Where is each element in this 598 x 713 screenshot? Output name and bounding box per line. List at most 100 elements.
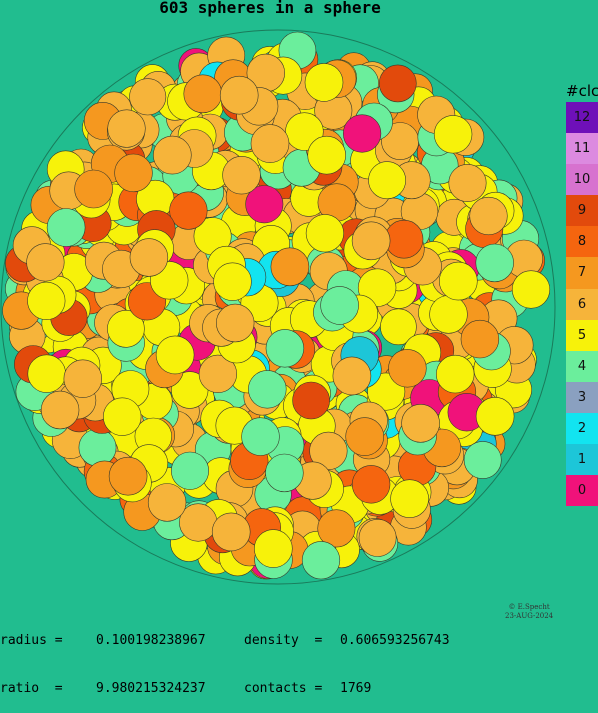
sphere [390, 479, 429, 519]
sphere [469, 196, 508, 236]
credit-date: 23-AUG-2024 [505, 612, 554, 620]
sphere [211, 512, 251, 552]
legend-item-7: 7 [566, 257, 598, 289]
sphere [438, 261, 478, 301]
sphere [107, 109, 146, 148]
sphere [332, 356, 372, 396]
sphere [108, 456, 148, 496]
sphere [463, 441, 502, 479]
legend-item-11: 11 [566, 133, 598, 165]
sphere [129, 78, 167, 116]
stats-row-2: ratio = 9.980215324237 contacts = 1769 [0, 681, 450, 697]
sphere [216, 303, 255, 343]
sphere [305, 214, 345, 253]
sphere [401, 403, 440, 443]
sphere [114, 153, 153, 193]
sphere [292, 381, 330, 420]
sphere [40, 390, 80, 430]
sphere [378, 64, 417, 103]
sphere [343, 114, 382, 153]
contacts-value: 1769 [340, 681, 372, 696]
sphere [241, 417, 280, 456]
sphere [358, 519, 397, 557]
sphere [27, 354, 66, 393]
legend-item-10: 10 [566, 164, 598, 196]
sphere [475, 243, 514, 283]
sphere [436, 354, 475, 394]
sphere [320, 286, 359, 325]
sphere [265, 329, 305, 368]
credit-author: © E.Specht [508, 603, 550, 611]
sphere [304, 63, 344, 102]
spheres-group [2, 31, 551, 580]
sphere [129, 238, 169, 277]
sphere [78, 428, 117, 467]
sphere [26, 243, 65, 282]
sphere [155, 335, 195, 375]
legend-item-5: 5 [566, 319, 598, 351]
sphere [309, 431, 348, 471]
sphere [270, 247, 310, 287]
legend-item-4: 4 [566, 350, 598, 382]
container-outline [0, 29, 556, 585]
sphere [153, 135, 192, 175]
legend-item-6: 6 [566, 288, 598, 320]
legend-item-8: 8 [566, 226, 598, 258]
sphere [179, 503, 218, 542]
sphere [351, 465, 391, 504]
sphere [433, 115, 473, 154]
sphere [384, 219, 424, 259]
sphere [198, 354, 237, 394]
sphere [448, 164, 487, 203]
sphere [171, 451, 210, 490]
sphere [147, 483, 187, 522]
ratio-value: 9.980215324237 [96, 681, 206, 696]
sphere [388, 349, 427, 388]
sphere [511, 270, 551, 309]
sphere [219, 75, 259, 115]
sphere [248, 370, 287, 409]
sphere [213, 262, 252, 301]
credit: © E.Specht 23-AUG-2024 [505, 603, 553, 621]
radius-value: 0.100198238967 [96, 633, 206, 648]
legend-item-9: 9 [566, 195, 598, 227]
legend-item-3: 3 [566, 381, 598, 413]
sphere [27, 281, 66, 321]
sphere [253, 529, 293, 568]
legend-item-2: 2 [566, 412, 598, 445]
sphere [250, 124, 290, 163]
contacts-label: contacts = [244, 681, 323, 696]
sphere [460, 319, 500, 359]
ratio-label: ratio = [0, 681, 63, 696]
sphere [368, 161, 407, 200]
sphere [183, 74, 223, 114]
density-label: density = [244, 633, 323, 648]
sphere [169, 191, 208, 230]
sphere [107, 309, 145, 348]
sphere [74, 169, 113, 209]
stats-panel: radius = 0.100198238967 density = 0.6065932… [0, 601, 450, 713]
sphere [475, 396, 515, 436]
sphere [345, 417, 385, 456]
legend-title: #clc [566, 82, 598, 100]
density-value: 0.606593256743 [340, 633, 450, 648]
sphere-packing-view [0, 29, 556, 585]
sphere [245, 185, 284, 224]
sphere [46, 208, 86, 247]
stats-row-1: radius = 0.100198238967 density = 0.6065932… [0, 633, 450, 649]
sphere [222, 156, 261, 195]
sphere [265, 453, 304, 493]
sphere [351, 221, 391, 261]
radius-label: radius = [0, 633, 63, 648]
sphere [63, 359, 103, 398]
sphere [317, 509, 356, 548]
sphere [102, 397, 142, 436]
sphere [429, 295, 468, 334]
sphere [307, 135, 347, 175]
legend-item-1: 1 [566, 444, 598, 476]
figure-title: 603 spheres in a sphere [159, 0, 381, 17]
sphere [301, 541, 341, 580]
legend-item-0: 0 [566, 475, 598, 507]
